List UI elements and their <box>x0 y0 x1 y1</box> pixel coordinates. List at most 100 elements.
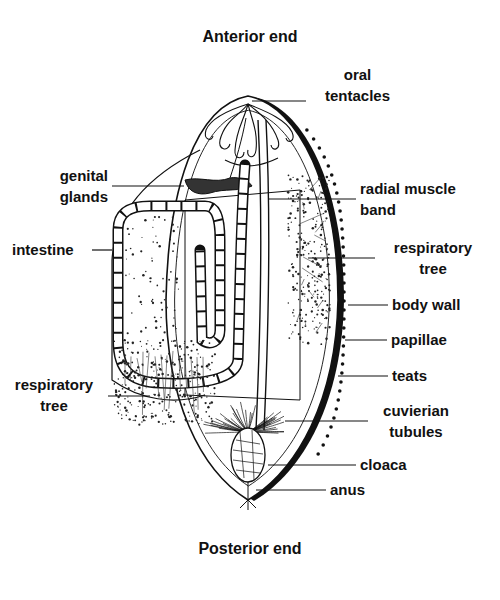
respiratory-tree-speck <box>304 320 306 322</box>
respiratory-tree-branch <box>203 357 204 392</box>
respiratory-tree-speck <box>296 195 297 196</box>
respiratory-tree-branch <box>308 290 314 297</box>
respiratory-tree-speck <box>141 346 142 347</box>
respiratory-tree-speck <box>158 216 160 218</box>
respiratory-tree-branch <box>301 279 304 285</box>
respiratory-tree-speck <box>118 390 120 392</box>
respiratory-tree-speck <box>319 185 320 186</box>
respiratory-tree-speck <box>288 223 289 224</box>
respiratory-tree-speck <box>300 254 302 256</box>
respiratory-tree-speck <box>181 384 183 386</box>
respiratory-tree-speck <box>320 197 322 199</box>
respiratory-tree-speck <box>323 271 325 273</box>
respiratory-tree-speck <box>321 291 322 292</box>
respiratory-tree-speck <box>198 393 200 395</box>
respiratory-tree-branch <box>318 191 321 198</box>
respiratory-tree-speck <box>134 389 136 391</box>
respiratory-tree-speck <box>152 416 154 418</box>
respiratory-tree-speck <box>134 377 136 379</box>
respiratory-tree-speck <box>121 418 123 420</box>
respiratory-tree-speck <box>329 307 331 309</box>
tentacle <box>220 104 248 149</box>
respiratory-tree-branch <box>316 323 322 332</box>
respiratory-tree-speck <box>173 230 175 232</box>
respiratory-tree-speck <box>165 423 167 425</box>
respiratory-tree-speck <box>301 293 304 296</box>
respiratory-tree-speck <box>300 190 302 192</box>
respiratory-tree-speck <box>298 197 300 199</box>
respiratory-tree-speck <box>131 352 132 353</box>
leader-line <box>268 198 356 199</box>
respiratory-tree-speck <box>303 254 305 256</box>
respiratory-tree-speck <box>299 336 301 338</box>
respiratory-tree-branch <box>130 356 132 380</box>
respiratory-tree-speck <box>172 217 173 218</box>
respiratory-tree-speck <box>138 400 140 402</box>
respiratory-tree-speck <box>291 205 292 206</box>
respiratory-tree-speck <box>134 419 136 421</box>
respiratory-tree-speck <box>304 191 305 192</box>
respiratory-tree-speck <box>289 178 291 180</box>
respiratory-tree-speck <box>174 340 176 342</box>
respiratory-tree-speck <box>321 226 323 228</box>
respiratory-tree-speck <box>325 310 326 311</box>
respiratory-tree-speck <box>291 333 292 334</box>
respiratory-tree-speck <box>328 273 330 275</box>
respiratory-tree-speck <box>117 406 118 407</box>
respiratory-tree-speck <box>208 416 210 418</box>
respiratory-tree-speck <box>150 366 152 368</box>
respiratory-tree-speck <box>127 342 129 344</box>
respiratory-tree-speck <box>160 326 161 327</box>
tentacle <box>235 104 248 158</box>
respiratory-tree-speck <box>165 359 166 360</box>
respiratory-tree-speck <box>315 224 317 226</box>
respiratory-tree-speck <box>157 369 158 370</box>
part-label: radial muscle band <box>360 178 492 220</box>
respiratory-tree-speck <box>301 276 302 277</box>
respiratory-tree-speck <box>128 412 129 413</box>
respiratory-tree-speck <box>176 385 178 387</box>
papilla-bump <box>339 380 343 384</box>
respiratory-tree-speck <box>155 377 157 379</box>
respiratory-tree-speck <box>189 371 191 373</box>
respiratory-tree-speck <box>326 249 328 251</box>
respiratory-tree-branch <box>185 355 187 388</box>
respiratory-tree-speck <box>294 217 296 219</box>
respiratory-tree-speck <box>158 402 160 404</box>
respiratory-tree-speck <box>311 297 313 299</box>
respiratory-tree-speck <box>315 303 317 305</box>
respiratory-tree-speck <box>201 418 202 419</box>
respiratory-tree-speck <box>208 406 209 407</box>
respiratory-tree-speck <box>177 226 178 227</box>
respiratory-tree-speck <box>303 216 305 218</box>
respiratory-tree-speck <box>173 375 174 376</box>
respiratory-tree-speck <box>287 229 289 231</box>
respiratory-tree-speck <box>208 368 209 369</box>
respiratory-tree-speck <box>140 330 142 332</box>
respiratory-tree-speck <box>292 288 294 290</box>
respiratory-tree-branch <box>300 213 324 224</box>
respiratory-tree-speck <box>177 256 178 257</box>
respiratory-tree-branch <box>302 268 323 282</box>
respiratory-tree-speck <box>192 370 193 371</box>
respiratory-tree-speck <box>306 244 307 245</box>
leader-line <box>256 489 326 490</box>
part-label: teats <box>392 365 492 386</box>
respiratory-tree-speck <box>296 283 298 285</box>
respiratory-tree-speck <box>288 302 289 303</box>
respiratory-tree-speck <box>115 391 117 393</box>
respiratory-tree-speck <box>196 416 199 419</box>
respiratory-tree-speck <box>299 338 301 340</box>
papilla-bump <box>333 182 337 186</box>
respiratory-tree-speck <box>314 328 315 329</box>
respiratory-tree-speck <box>198 423 199 424</box>
respiratory-tree-speck <box>199 378 201 380</box>
respiratory-tree-speck <box>162 423 164 425</box>
respiratory-tree-speck <box>320 246 321 247</box>
respiratory-tree-speck <box>155 235 156 236</box>
respiratory-tree-speck <box>122 374 123 375</box>
respiratory-tree-branch <box>125 354 126 385</box>
respiratory-tree-speck <box>132 341 134 343</box>
respiratory-tree-speck <box>209 369 211 371</box>
respiratory-tree-speck <box>315 226 317 228</box>
